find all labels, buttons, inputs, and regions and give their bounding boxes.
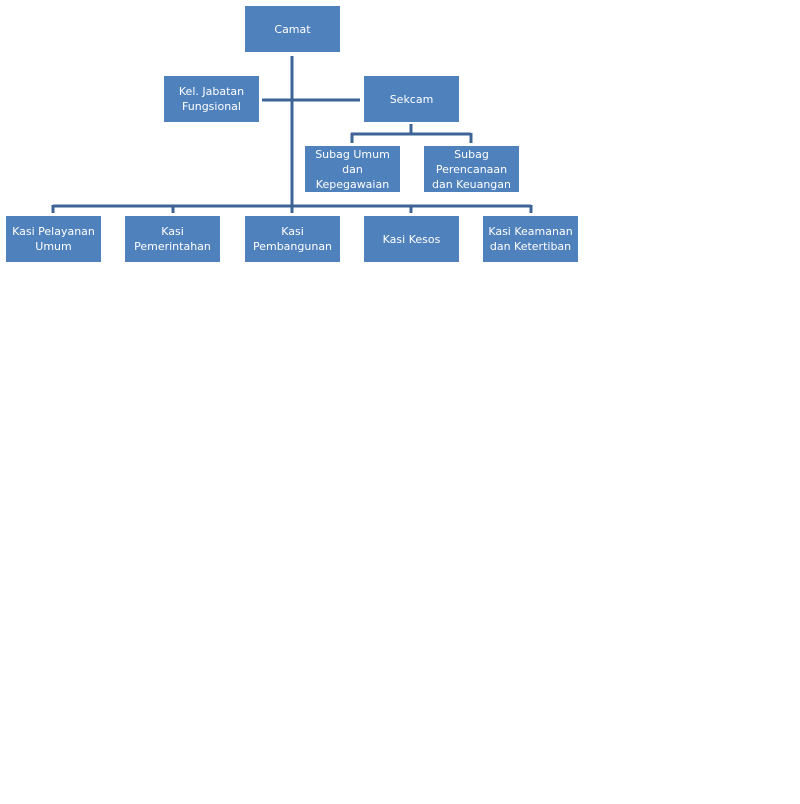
node-label: Camat (274, 22, 311, 36)
node-label: Kasi Pelayanan Umum (12, 225, 95, 253)
node-kel-jabatan-fungsional: Kel. Jabatan Fungsional (164, 76, 259, 122)
node-subag-umum: Subag Umum dan Kepegawaian (305, 146, 400, 192)
node-label: Kasi Kesos (382, 232, 441, 246)
node-label: Kasi Pembangunan (252, 225, 333, 253)
node-label: Kel. Jabatan Fungsional (178, 85, 245, 113)
node-kasi-pelayanan-umum: Kasi Pelayanan Umum (6, 216, 101, 262)
node-subag-perencanaan: Subag Perencanaan dan Keuangan (424, 146, 519, 192)
node-label: Subag Umum dan Kepegawaian (315, 147, 390, 191)
node-kasi-pemerintahan: Kasi Pemerintahan (125, 216, 220, 262)
node-kasi-keamanan: Kasi Keamanan dan Ketertiban (483, 216, 578, 262)
node-sekcam: Sekcam (364, 76, 459, 122)
node-label: Kasi Pemerintahan (134, 225, 211, 253)
node-label: Kasi Keamanan dan Ketertiban (488, 225, 573, 253)
node-label: Sekcam (389, 92, 434, 106)
node-kasi-pembangunan: Kasi Pembangunan (245, 216, 340, 262)
node-kasi-kesos: Kasi Kesos (364, 216, 459, 262)
node-label: Subag Perencanaan dan Keuangan (431, 147, 511, 191)
node-camat: Camat (245, 6, 340, 52)
